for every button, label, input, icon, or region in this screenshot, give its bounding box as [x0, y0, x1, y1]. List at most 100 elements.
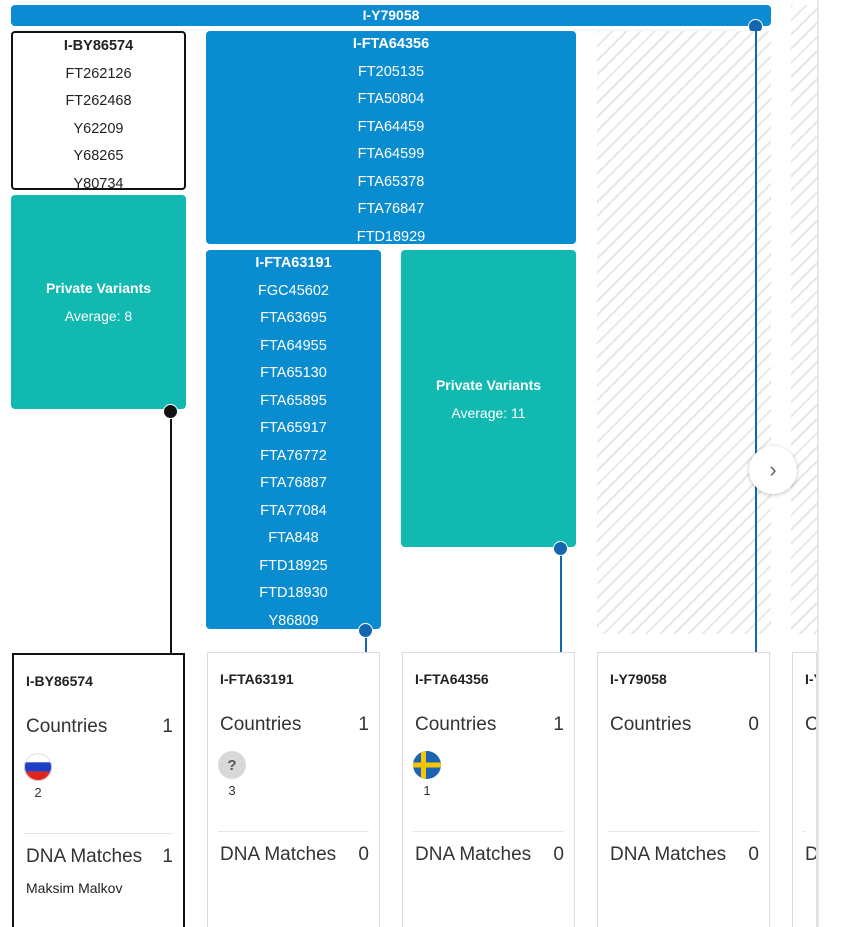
private-variants-average: Average: 8 [64, 308, 133, 324]
dna-matches-count: 0 [748, 844, 759, 865]
private-variants-title: Private Variants [45, 280, 152, 296]
countries-label: Countries [415, 714, 497, 735]
dna-matches-label: DNA Matches [610, 844, 727, 865]
variant-label: FTA64599 [357, 146, 425, 162]
unknown-country-icon[interactable]: ? [218, 751, 246, 779]
private-variants-block-right[interactable]: Private Variants Average: 11 [401, 250, 576, 547]
connector-dot [553, 541, 568, 556]
dna-matches-row: DNA Matches 0 [610, 844, 759, 866]
variant-label: FTA65895 [260, 392, 327, 409]
variant-label: FTA77084 [260, 502, 327, 519]
scroll-edge-divider [817, 0, 819, 927]
match-name-link[interactable]: Maksim Malkov [26, 880, 123, 896]
private-variants-title: Private Variants [435, 376, 542, 393]
countries-label: C [805, 714, 816, 736]
countries-count: 1 [162, 716, 173, 737]
haplogroup-card-fta64356[interactable]: I-FTA64356 Countries 1 1 DNA Matches 0 [402, 652, 575, 927]
dna-matches-row: DNA Matches 1 [26, 846, 173, 868]
countries-row: Countries 1 [220, 714, 369, 736]
connector-line [755, 26, 757, 654]
dna-matches-count: 0 [553, 844, 564, 865]
russia-flag-icon[interactable] [24, 753, 52, 781]
variant-label: FTA65378 [357, 173, 425, 190]
countries-row: Countries 0 [610, 714, 759, 736]
variant-label: FTD18929 [356, 228, 426, 245]
card-title: I-Y [805, 671, 816, 687]
private-variants-block-left[interactable]: Private Variants Average: 8 [11, 195, 186, 409]
variant-label: FGC45602 [258, 282, 329, 299]
connector-dot [163, 404, 178, 419]
empty-column-placeholder [597, 31, 771, 634]
dna-matches-label: DNA Matches [220, 844, 337, 865]
flag-count: 1 [423, 783, 431, 798]
dna-matches-count: 1 [162, 846, 173, 867]
variant-label: FTA848 [268, 530, 319, 546]
countries-count: 1 [358, 714, 369, 735]
haplogroup-block-by86574[interactable]: I-BY86574 FT262126 FT262468 Y62209 Y6826… [11, 31, 186, 192]
card-divider [608, 831, 759, 832]
card-title: I-Y79058 [610, 671, 667, 687]
sweden-flag-icon[interactable] [413, 751, 441, 779]
chevron-glyph: › [769, 457, 777, 482]
private-variants-average: Average: 11 [451, 404, 526, 421]
variant-label: FT262126 [65, 65, 132, 82]
countries-row: Countries 1 [26, 716, 173, 738]
dna-matches-label: D [805, 844, 816, 866]
countries-row: C [805, 714, 816, 736]
variant-label: Y68265 [73, 148, 124, 164]
dna-matches-row: DNA Matches 0 [220, 844, 369, 866]
variant-label: FTA64955 [260, 337, 327, 354]
connector-dot [358, 623, 373, 638]
variant-label: FTA50804 [357, 91, 425, 107]
dna-matches-row: DNA Matches 0 [415, 844, 564, 866]
card-title: I-FTA64356 [415, 671, 489, 687]
connector-line [365, 636, 367, 654]
haplogroup-card-by86574[interactable]: I-BY86574 Countries 1 2 DNA Matches 1 Ma… [12, 653, 185, 927]
block-header: I-FTA64356 [352, 36, 430, 52]
variant-label: Y80734 [73, 175, 124, 192]
haplogroup-card-partial[interactable]: I-Y C D [792, 652, 817, 927]
countries-label: Countries [26, 716, 108, 737]
dna-matches-count: 0 [358, 844, 369, 865]
card-title: I-BY86574 [26, 673, 93, 689]
card-divider [24, 833, 173, 834]
variant-label: FTA64459 [357, 118, 425, 135]
dna-matches-label: DNA Matches [415, 844, 532, 865]
countries-row: Countries 1 [415, 714, 564, 736]
variant-label: FTA65130 [260, 365, 327, 381]
variant-label: Y86809 [268, 612, 319, 629]
card-divider [413, 831, 564, 832]
chevron-right-icon[interactable]: › [749, 446, 797, 494]
variant-label: Y62209 [73, 120, 124, 137]
card-divider [803, 831, 806, 832]
variant-label: FTA76847 [357, 201, 425, 217]
flag-count: 3 [228, 783, 236, 798]
dna-matches-row: D [805, 844, 816, 866]
countries-label: Countries [220, 714, 302, 735]
top-haplogroup-bar[interactable]: I-Y79058 [11, 5, 771, 26]
connector-line [560, 554, 562, 654]
haplogroup-block-fta63191[interactable]: I-FTA63191 FGC45602 FTA63695 FTA64955 FT… [206, 250, 381, 629]
card-divider [218, 831, 369, 832]
variant-label: FTA76772 [260, 447, 327, 464]
unknown-glyph: ? [227, 756, 237, 774]
variant-label: FT205135 [357, 63, 425, 80]
countries-count: 0 [748, 714, 759, 735]
variant-label: FT262468 [65, 93, 132, 109]
dna-matches-label: DNA Matches [26, 846, 143, 867]
top-haplogroup-label: I-Y79058 [362, 7, 420, 23]
variant-label: FTA63695 [260, 310, 327, 326]
variant-label: FTD18930 [259, 585, 328, 601]
block-header: I-BY86574 [63, 38, 134, 54]
countries-label: Countries [610, 714, 692, 735]
variant-label: FTD18925 [259, 557, 328, 574]
haplogroup-block-fta64356[interactable]: I-FTA64356 FT205135 FTA50804 FTA64459 FT… [206, 31, 576, 245]
connector-line [170, 412, 172, 654]
haplogroup-card-fta63191[interactable]: I-FTA63191 Countries 1 ? 3 DNA Matches 0 [207, 652, 380, 927]
block-header: I-FTA63191 [255, 255, 332, 271]
haplogroup-card-y79058[interactable]: I-Y79058 Countries 0 DNA Matches 0 [597, 652, 770, 927]
flag-count: 2 [34, 785, 42, 800]
countries-count: 1 [553, 714, 564, 735]
card-title: I-FTA63191 [220, 671, 294, 687]
variant-label: FTA65917 [260, 420, 327, 436]
